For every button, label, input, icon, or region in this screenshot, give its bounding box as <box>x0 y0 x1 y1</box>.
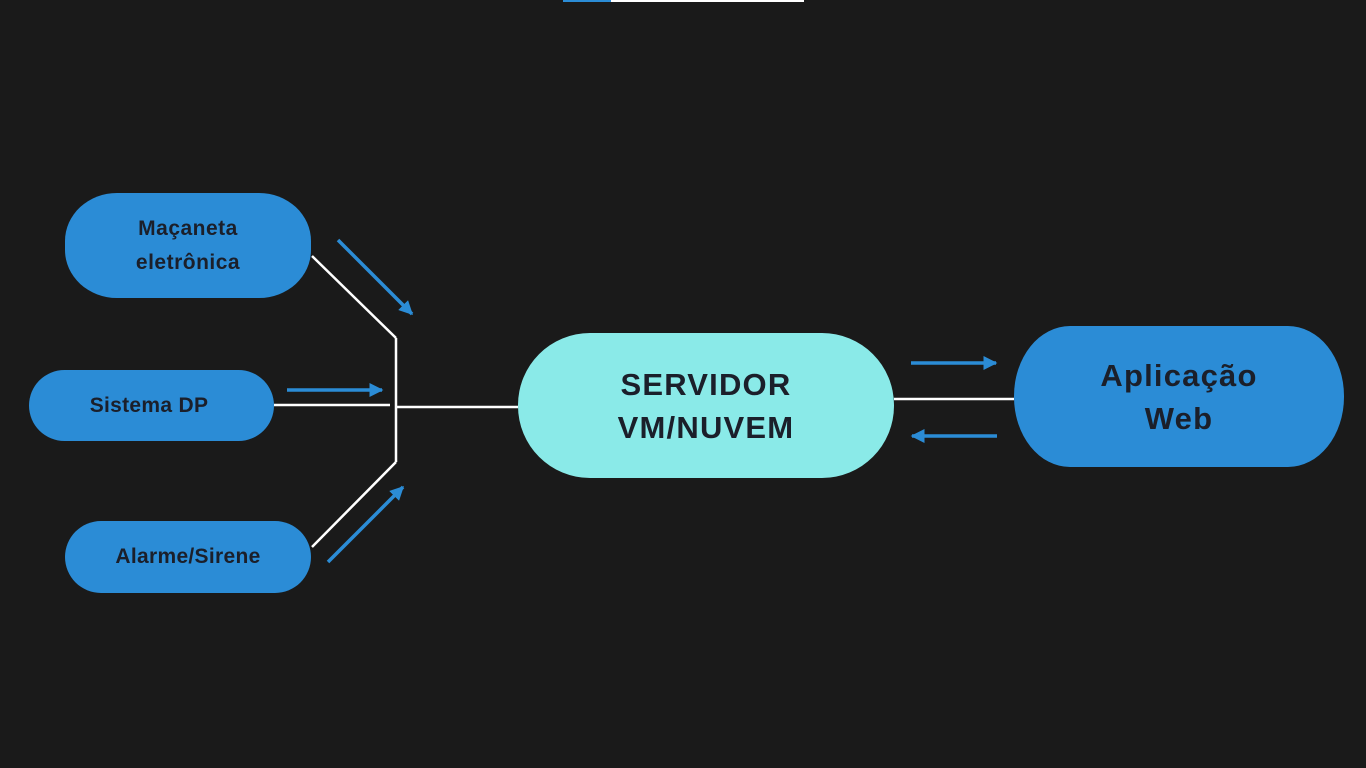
connector-macaneta <box>311 255 397 339</box>
top-divider-line <box>611 0 804 2</box>
arrow-macaneta-to-servidor <box>336 238 414 316</box>
node-servidor-label: SERVIDOR VM/NUVEM <box>617 366 795 445</box>
node-macaneta-eletronica: Maçaneta eletrônica <box>65 193 311 298</box>
node-servidor-vm-nuvem: SERVIDOR VM/NUVEM <box>518 333 894 478</box>
connector-alarme <box>311 461 397 548</box>
node-alarme-sirene: Alarme/Sirene <box>65 521 311 593</box>
top-accent-bar <box>563 0 611 2</box>
node-sistema-dp: Sistema DP <box>29 370 274 441</box>
node-sistema-label: Sistema DP <box>89 393 209 417</box>
node-aplicacao-web: Aplicação Web <box>1014 326 1344 467</box>
arrow-alarme-to-servidor <box>326 485 405 564</box>
node-macaneta-label: Maçaneta eletrônica <box>135 216 241 274</box>
node-aplicacao-label: Aplicação Web <box>1100 357 1258 436</box>
node-alarme-label: Alarme/Sirene <box>115 545 261 568</box>
